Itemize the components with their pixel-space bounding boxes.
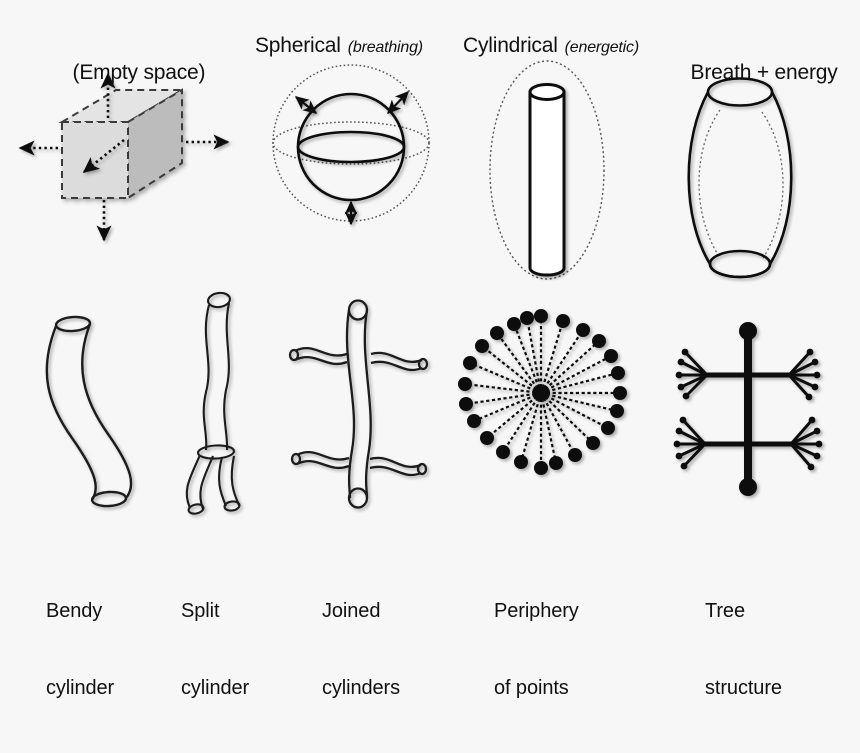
periphery-of-points-figure xyxy=(458,309,627,475)
split-cylinder-figure xyxy=(185,291,241,515)
top-label-cylindrical-text: Cylindrical xyxy=(463,34,558,57)
sphere-inner-solid xyxy=(296,92,406,202)
bottom-label-periphery-of-points-line2: of points xyxy=(494,676,569,699)
diagram-canvas xyxy=(18,60,842,515)
cylinder-energy-ellipse xyxy=(489,60,605,280)
sphere-breathing-arrows xyxy=(294,91,409,226)
cylinder-top-cap xyxy=(528,83,566,101)
top-label-spherical-text: Spherical xyxy=(255,34,341,57)
tree-branch-upper-left xyxy=(675,348,751,400)
barrel-figure xyxy=(650,77,842,279)
joined-cylinders-figure xyxy=(288,299,429,509)
top-label-breath-energy: Breath + energy xyxy=(668,33,838,114)
figure-root: (Empty space) Spherical (breathing) Cyli… xyxy=(18,33,842,699)
vertical-tube-top xyxy=(347,299,369,321)
bottom-label-joined-cylinders: Joined cylinders xyxy=(322,548,400,753)
bottom-label-periphery-of-points: Periphery of points xyxy=(494,548,579,753)
tree-structure-figure xyxy=(673,322,823,496)
bottom-label-joined-cylinders-line1: Joined xyxy=(322,600,381,623)
bendy-cylinder-figure xyxy=(45,315,133,508)
tree-branch-lower-left xyxy=(673,416,751,470)
bottom-label-joined-cylinders-line2: cylinders xyxy=(322,676,401,699)
periphery-center xyxy=(533,385,549,401)
bottom-label-split-cylinder-line2: cylinder xyxy=(181,676,250,699)
bottom-label-tree-structure: Tree structure xyxy=(705,548,782,753)
tree-branch-upper-right xyxy=(745,348,821,401)
top-label-empty-space-text: (Empty space) xyxy=(72,60,206,84)
top-label-cylindrical: Cylindrical (energetic) xyxy=(463,33,639,60)
bottom-label-split-cylinder-line1: Split xyxy=(181,600,220,623)
tree-branch-lower-right xyxy=(745,416,823,471)
split-junction xyxy=(196,444,236,460)
top-label-spherical: Spherical (breathing) xyxy=(255,33,423,60)
top-label-cylindrical-modifier: (energetic) xyxy=(564,39,639,56)
top-label-empty-space: (Empty space) xyxy=(50,33,206,114)
bottom-label-bendy-cylinder-line2: cylinder xyxy=(46,676,115,699)
bottom-label-split-cylinder: Split cylinder xyxy=(181,548,249,753)
top-label-spherical-modifier: (breathing) xyxy=(347,39,423,56)
cylinder-figure xyxy=(489,60,605,280)
cube-expansion-arrows xyxy=(18,72,230,242)
tree-trunk-bottom-node xyxy=(739,478,757,496)
sphere-figure xyxy=(272,64,430,226)
bottom-label-periphery-of-points-line1: Periphery xyxy=(494,600,579,623)
top-label-breath-energy-text: Breath + energy xyxy=(690,60,838,84)
barrel-top-cap xyxy=(706,77,774,107)
barrel-ghost-outline xyxy=(698,109,784,261)
tree-trunk-top-node xyxy=(739,322,757,340)
bottom-label-tree-structure-line1: Tree xyxy=(705,600,745,623)
periphery-spokes xyxy=(464,316,620,468)
vertical-tube-bottom xyxy=(347,487,369,509)
barrel-bottom-cap xyxy=(708,249,772,279)
sphere-outer-dotted xyxy=(272,64,430,222)
barrel-bottom-curve xyxy=(708,263,772,279)
bottom-label-bendy-cylinder-line1: Bendy xyxy=(46,600,103,623)
cylinder-body xyxy=(528,90,566,277)
periphery-points xyxy=(458,309,627,475)
bottom-label-bendy-cylinder: Bendy cylinder xyxy=(46,548,114,753)
barrel-body xyxy=(687,91,793,265)
bottom-label-tree-structure-line2: structure xyxy=(705,676,782,699)
